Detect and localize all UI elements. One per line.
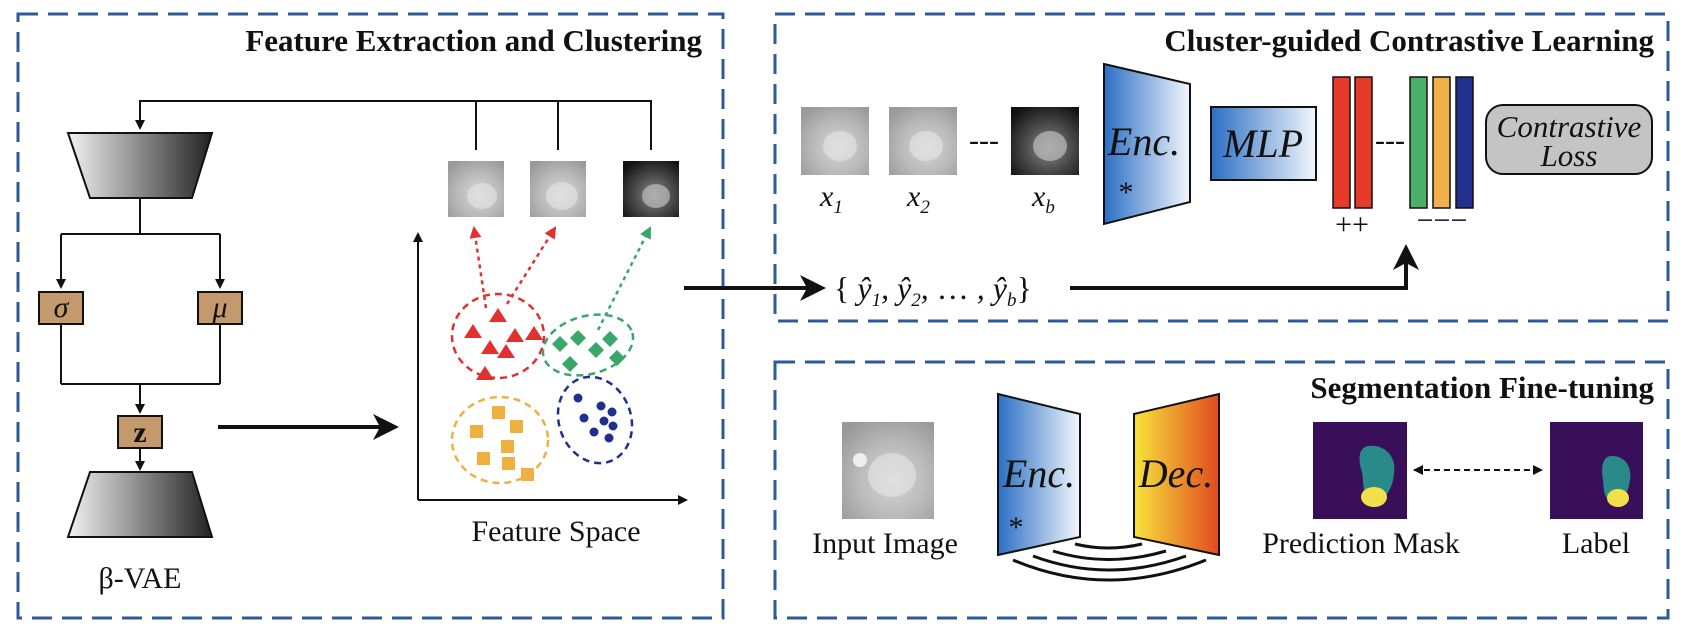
input-image-label: Input Image	[812, 527, 958, 560]
mlp-label: MLP	[1222, 121, 1303, 166]
batch-image-2	[889, 107, 957, 175]
positive-feature-bar	[1332, 76, 1351, 209]
label-mask-label: Label	[1562, 527, 1630, 560]
segmentation-decoder-shape	[1133, 392, 1220, 557]
negative-feature-bar	[1455, 76, 1474, 209]
cluster-orange-points	[470, 406, 534, 481]
contrastive-loss-line1: Contrastive	[1497, 109, 1642, 144]
cluster-blue-boundary	[556, 375, 634, 465]
vae-decoder-shape	[66, 471, 214, 538]
negative-feature-bar	[1409, 76, 1428, 209]
pseudo-labels-set: { ŷ1, ŷ2, … , ŷb}	[834, 270, 1032, 311]
arrow-to-feature-bars	[1070, 244, 1419, 290]
red-selection-arrow-1	[469, 226, 488, 309]
skip-connection	[1012, 558, 1207, 582]
skip-connection	[1032, 554, 1187, 572]
cluster-red-points	[464, 308, 543, 380]
contrastive-loss-line2: Loss	[1540, 138, 1598, 173]
z-label: z	[133, 416, 146, 449]
contrastive-encoder-star: *	[1119, 176, 1134, 209]
segmentation-encoder-shape	[997, 392, 1081, 557]
panel-segmentation	[773, 360, 1670, 620]
positive-feature-bar	[1354, 76, 1373, 209]
feature-extraction-title: Feature Extraction and Clustering	[245, 23, 702, 58]
mu-label: μ	[211, 291, 227, 324]
batch-image-1	[801, 107, 869, 175]
segmentation-title: Segmentation Fine-tuning	[1310, 370, 1654, 405]
skip-connection	[1052, 549, 1167, 561]
prediction-mask-label: Prediction Mask	[1262, 527, 1459, 560]
x1-label: x1	[819, 180, 843, 218]
skip-connection	[1074, 542, 1143, 550]
cluster-blue-points	[573, 393, 618, 443]
segmentation-decoder-label: Dec.	[1138, 451, 1213, 496]
input-image	[842, 422, 934, 519]
contrastive-encoder-label: Enc.	[1107, 119, 1180, 164]
batch-image-b	[1011, 107, 1079, 175]
sigma-label: σ	[54, 291, 70, 324]
cluster-green-points	[552, 330, 625, 372]
ct-thumbnail	[448, 161, 504, 217]
vae-encoder-shape	[66, 132, 214, 199]
contrastive-title: Cluster-guided Contrastive Learning	[1164, 23, 1654, 58]
red-selection-arrow-2	[505, 226, 557, 305]
panel-feature-extraction	[16, 12, 725, 620]
mlp-box	[1210, 106, 1317, 181]
batch-ellipsis: ---	[969, 124, 999, 157]
feedback-line	[135, 100, 652, 150]
cluster-green-boundary	[541, 313, 635, 377]
negative-feature-bar	[1432, 76, 1451, 209]
positive-signs: ++	[1335, 208, 1369, 241]
ct-thumbnail	[623, 161, 679, 217]
cluster-orange-boundary	[450, 395, 550, 485]
vae-label: β-VAE	[98, 562, 181, 595]
cluster-red-boundary	[450, 292, 546, 380]
sigma-box	[38, 291, 84, 325]
feature-space-label: Feature Space	[471, 515, 640, 548]
segmentation-encoder-star: *	[1009, 511, 1024, 544]
bars-ellipsis: ---	[1375, 124, 1405, 157]
contrastive-loss-box	[1485, 104, 1653, 175]
segmentation-encoder-label: Enc.	[1002, 451, 1075, 496]
ct-thumbnail	[530, 161, 586, 217]
label-mask	[1550, 422, 1643, 519]
green-selection-arrow	[596, 226, 652, 331]
prediction-mask	[1313, 422, 1407, 519]
xb-label: xb	[1031, 180, 1055, 218]
negative-signs: −−−	[1417, 204, 1468, 237]
x2-label: x2	[906, 180, 930, 218]
contrastive-encoder-shape	[1103, 62, 1191, 226]
